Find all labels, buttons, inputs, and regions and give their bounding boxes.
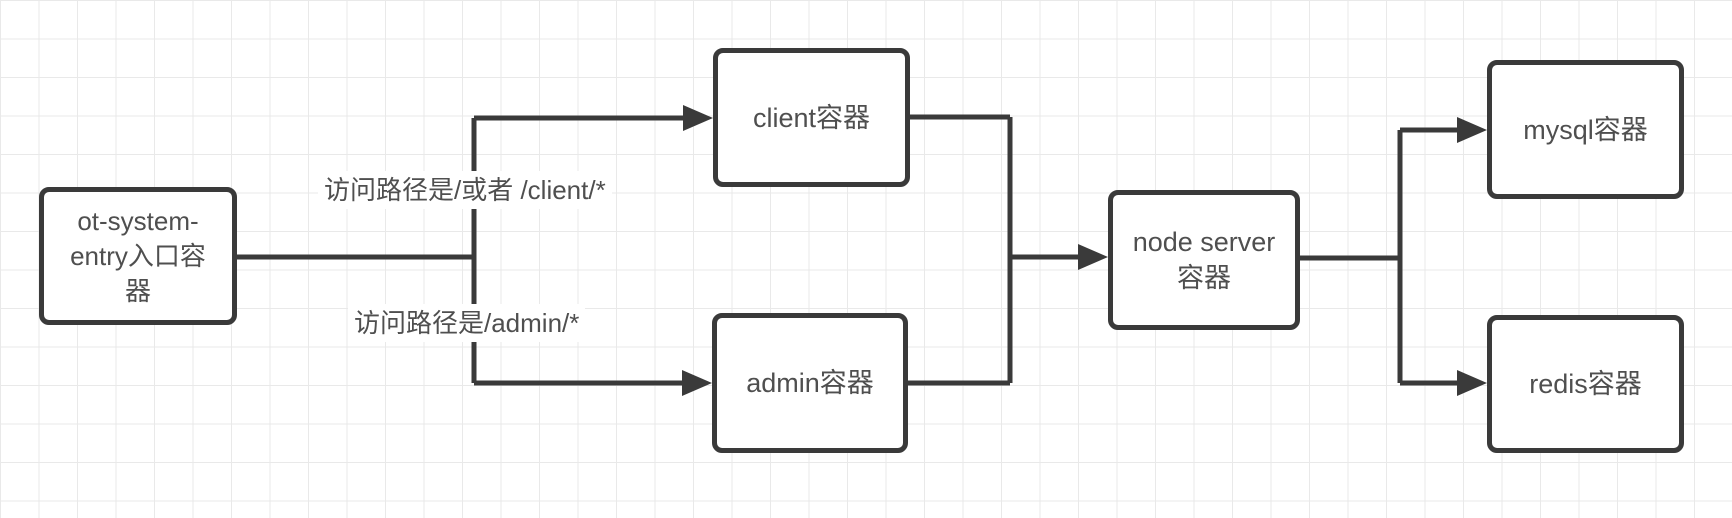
- node-label: admin容器: [746, 368, 874, 398]
- edge-entry-split: [237, 105, 713, 396]
- node-entry-container[interactable]: ot-system- entry入口容 器: [39, 187, 237, 325]
- edge-label-client-path[interactable]: 访问路径是/或者 /client/*: [318, 171, 612, 209]
- edge-node-split: [1300, 117, 1487, 396]
- arrowhead-to-redis: [1457, 370, 1487, 396]
- node-label: ot-system-: [77, 205, 199, 236]
- node-label: mysql容器: [1523, 114, 1648, 145]
- node-label: node server: [1132, 227, 1276, 257]
- arrowhead-to-client: [683, 105, 713, 131]
- arrowhead-to-mysql: [1457, 117, 1487, 143]
- node-mysql-container[interactable]: mysql容器: [1487, 60, 1684, 199]
- arrowhead-to-node-server: [1078, 244, 1108, 270]
- node-label: entry入口容: [70, 240, 206, 271]
- node-label: 容器: [1177, 263, 1231, 293]
- edge-label-admin-path[interactable]: 访问路径是/admin/*: [348, 304, 586, 342]
- node-label: 器: [124, 275, 151, 306]
- node-redis-container[interactable]: redis容器: [1487, 315, 1684, 453]
- edge-merge-to-node: [908, 114, 1108, 386]
- node-label: redis容器: [1529, 369, 1642, 399]
- node-client-container[interactable]: client容器: [713, 48, 910, 187]
- arrowhead-to-admin: [682, 370, 712, 396]
- node-node-server-container[interactable]: node server 容器: [1108, 190, 1300, 330]
- node-label: client容器: [752, 102, 871, 133]
- node-admin-container[interactable]: admin容器: [712, 313, 908, 453]
